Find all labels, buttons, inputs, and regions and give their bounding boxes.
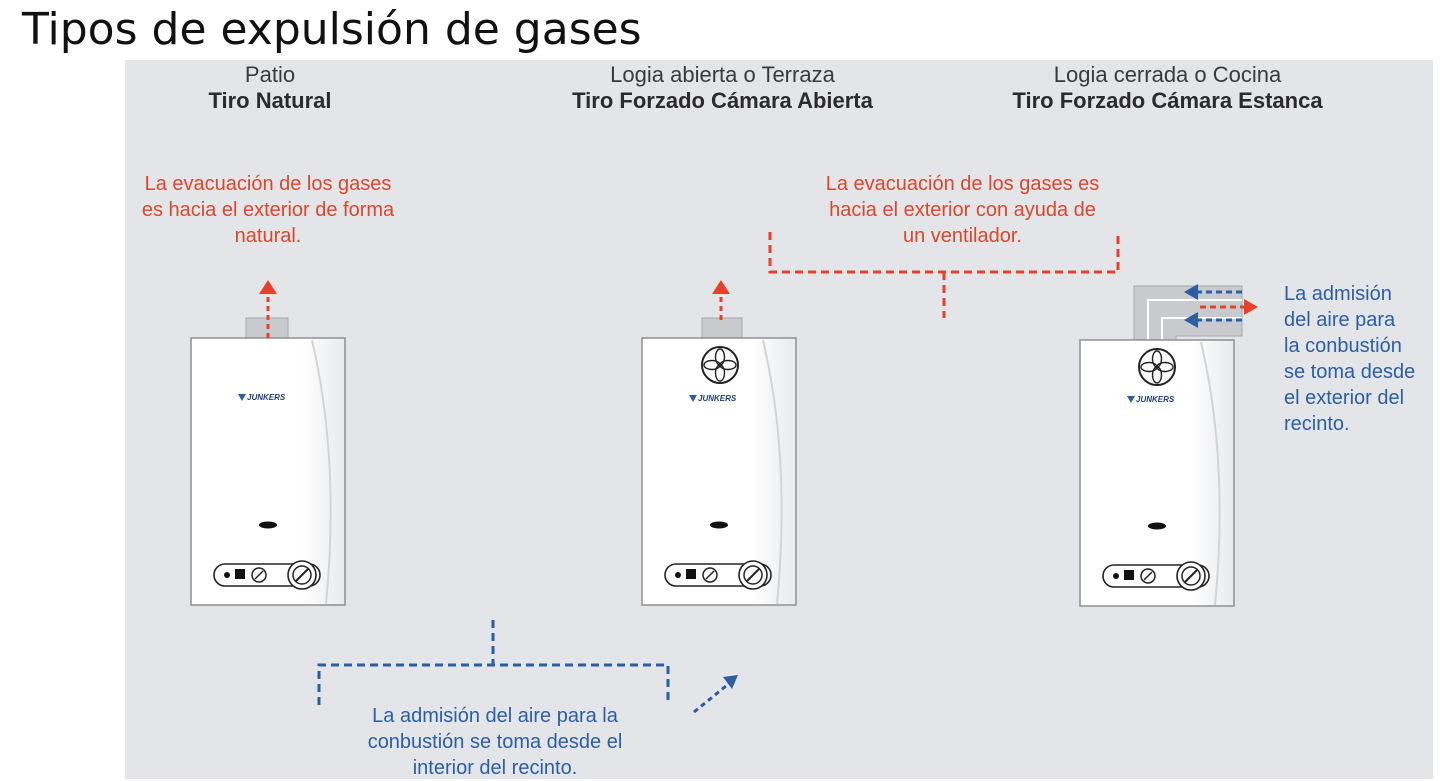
brand-logo-icon: JUNKERS — [1127, 395, 1175, 404]
note-line: natural. — [234, 225, 302, 247]
dashed-bracket-icon — [768, 232, 1120, 318]
brand-logo-text: JUNKERS — [698, 394, 737, 403]
note-line: hacia el exterior con ayuda de — [829, 199, 1096, 221]
note-exterior-intake: La admisión del aire para la conbustión … — [1284, 281, 1442, 437]
fan-icon — [701, 346, 739, 384]
slide-title: Tipos de expulsión de gases — [22, 4, 642, 55]
brand-logo-text: JUNKERS — [1136, 395, 1175, 404]
fan-icon — [1138, 348, 1176, 386]
column-type: Tiro Forzado Cámara Abierta — [572, 88, 873, 113]
pilot-window — [259, 521, 277, 529]
note-line: La admisión del aire para la — [372, 705, 618, 727]
control-panel — [664, 560, 772, 590]
note-line: conbustión se toma desde el — [367, 731, 623, 753]
column-location: Logia abierta o Terraza — [610, 62, 835, 87]
pilot-window — [1148, 522, 1166, 530]
note-line: La evacuación de los gases — [144, 173, 392, 195]
control-panel — [1102, 561, 1210, 591]
column-type: Tiro Natural — [208, 88, 332, 113]
column-location: Patio — [244, 62, 296, 87]
note-line: del aire para — [1284, 309, 1396, 331]
diagonal-arrow-icon — [693, 675, 738, 714]
control-panel — [213, 560, 321, 590]
left-arrow-icon — [1184, 312, 1242, 328]
note-line: la conbustión — [1284, 335, 1402, 357]
brand-logo-icon: JUNKERS — [238, 393, 286, 402]
note-line: La admisión — [1284, 283, 1392, 305]
dashed-bracket-icon — [317, 620, 670, 705]
water-heater-natural: JUNKERS — [190, 280, 346, 606]
note-forced-exhaust: La evacuación de los gases es hacia el e… — [790, 171, 1135, 249]
water-heater-sealed-chamber: JUNKERS — [1079, 284, 1258, 607]
brand-logo-icon: JUNKERS — [689, 394, 737, 403]
brand-logo-text: JUNKERS — [247, 393, 286, 402]
up-arrow-icon — [712, 280, 730, 320]
note-line: recinto. — [1284, 413, 1350, 435]
note-line: interior del recinto. — [412, 757, 578, 779]
note-interior-intake: La admisión del aire para la conbustión … — [330, 703, 660, 781]
up-arrow-icon — [259, 280, 277, 338]
column-header-open-chamber: Logia abierta o Terraza Tiro Forzado Cám… — [520, 62, 925, 114]
column-header-natural: Patio Tiro Natural — [170, 62, 370, 114]
note-natural-exhaust: La evacuación de los gases es hacia el e… — [118, 171, 418, 249]
note-line: el exterior del — [1284, 387, 1405, 409]
column-location: Logia cerrada o Cocina — [1053, 62, 1282, 87]
note-line: se toma desde — [1284, 361, 1416, 383]
column-type: Tiro Forzado Cámara Estanca — [1012, 88, 1323, 113]
note-line: es hacia el exterior de forma — [141, 199, 395, 221]
column-header-sealed-chamber: Logia cerrada o Cocina Tiro Forzado Cáma… — [960, 62, 1375, 114]
left-arrow-icon — [1184, 284, 1242, 300]
note-line: La evacuación de los gases es — [825, 173, 1100, 195]
right-arrow-icon — [1200, 299, 1258, 315]
pilot-window — [710, 521, 728, 529]
water-heater-open-chamber: JUNKERS — [641, 280, 797, 606]
note-line: un ventilador. — [903, 225, 1022, 247]
